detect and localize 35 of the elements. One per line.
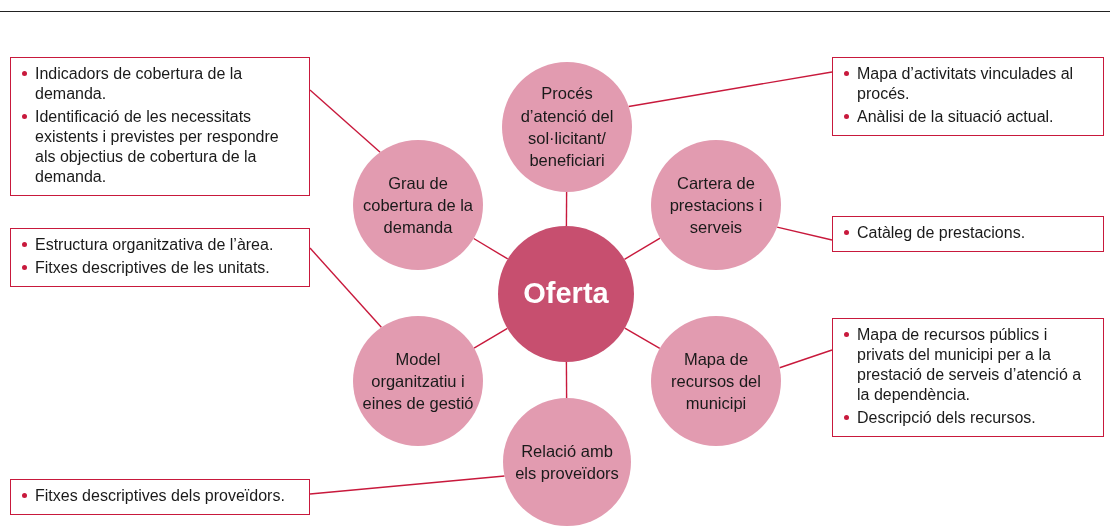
note-box bbox=[10, 57, 310, 196]
circle-label: Oferta bbox=[522, 276, 610, 312]
note-box bbox=[832, 216, 1104, 252]
connector-line bbox=[627, 71, 833, 108]
bullet-item: Estructura organitzativa de l’àrea. bbox=[21, 235, 301, 255]
bullet-item: Indicadors de cobertura de la demanda. bbox=[21, 64, 301, 104]
bullet-item: Fitxes descriptives dels proveïdors. bbox=[21, 486, 301, 506]
connector-line bbox=[776, 226, 833, 241]
bullet-item: Mapa de recursos públics i privats del municipi per a la prestació de serveis d’atenció a la dependència. bbox=[843, 325, 1095, 405]
bullet-item: Identificació de les necessitats existents i previstes per respondre als objectius de cobertura de la demanda. bbox=[21, 107, 301, 187]
connector-line bbox=[565, 361, 568, 399]
note-box bbox=[10, 228, 310, 287]
note-box bbox=[832, 57, 1104, 136]
circle-label: Procés d’atenció del sol·licitant/ beneficiari bbox=[519, 83, 615, 172]
connector-line bbox=[473, 237, 509, 260]
connector-line bbox=[309, 89, 381, 153]
connector-line bbox=[309, 475, 506, 495]
note-box bbox=[832, 318, 1104, 437]
circle-label: Relació amb els proveïdors bbox=[514, 440, 620, 484]
circle-label: Cartera de prestacions i serveis bbox=[668, 172, 764, 239]
circle-label: Grau de cobertura de la demanda bbox=[362, 172, 474, 239]
bullet-item: Fitxes descriptives de les unitats. bbox=[21, 258, 301, 278]
connector-line bbox=[623, 237, 661, 260]
connector-line bbox=[778, 349, 833, 369]
connector-line bbox=[309, 247, 383, 328]
connector-line bbox=[624, 327, 661, 350]
bullet-item: Anàlisi de la situació actual. bbox=[843, 107, 1095, 127]
connector-line bbox=[473, 327, 509, 349]
bullet-item: Descripció dels recursos. bbox=[843, 408, 1095, 428]
connector-line bbox=[565, 191, 568, 227]
circle-label: Model organitzatiu i eines de gestió bbox=[362, 348, 474, 415]
note-box bbox=[10, 479, 310, 515]
bullet-item: Catàleg de prestacions. bbox=[843, 223, 1095, 243]
bullet-item: Mapa d’activitats vinculades al procés. bbox=[843, 64, 1095, 104]
circle-label: Mapa de recursos del municipi bbox=[670, 348, 762, 415]
